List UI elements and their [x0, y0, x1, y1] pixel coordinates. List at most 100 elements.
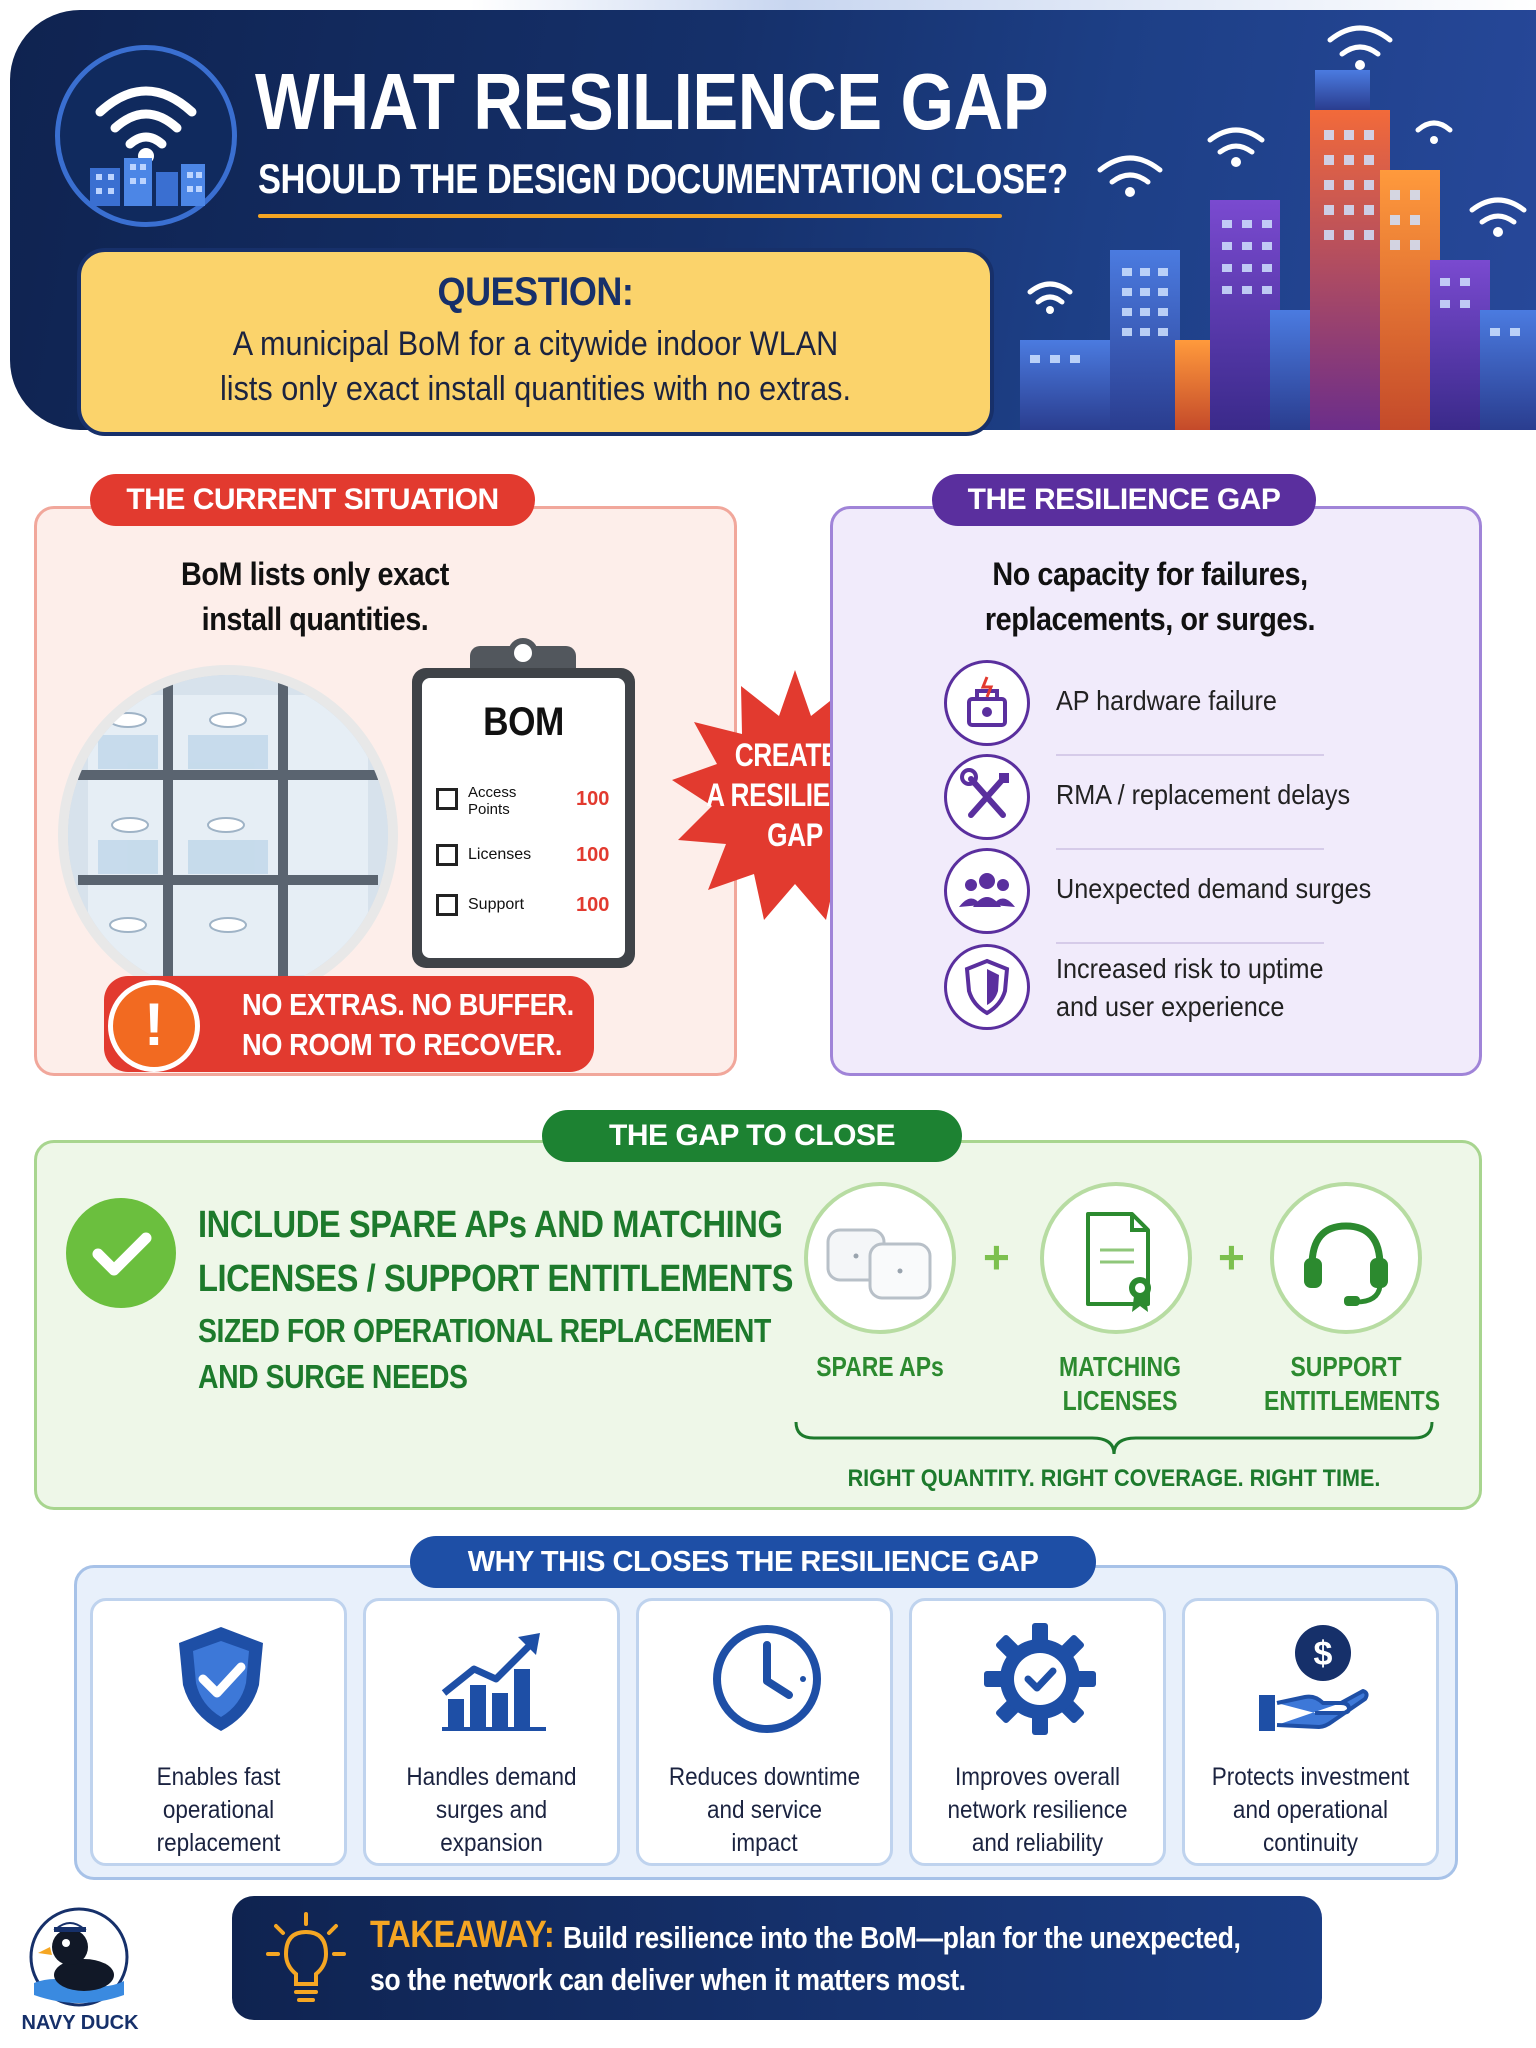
users-icon — [944, 848, 1030, 934]
question-line-1: A municipal BoM for a citywide indoor WL… — [232, 325, 839, 363]
divider — [1056, 848, 1324, 850]
question-box: QUESTION: A municipal BoM for a citywide… — [77, 248, 994, 436]
question-label: QUESTION: — [437, 270, 634, 314]
clock-icon — [707, 1619, 827, 1739]
bom-row-value: 100 — [576, 788, 610, 810]
takeaway-line-2: so the network can deliver when it matte… — [370, 1962, 966, 1997]
current-heading-line-2: install quantities. — [201, 601, 429, 637]
navy-duck-logo — [24, 1895, 134, 2015]
why-card-text: Improves overall network resilience and … — [925, 1761, 1151, 1860]
gap-heading-line-2: replacements, or surges. — [984, 601, 1316, 637]
gap-item-text: AP hardware failure — [1056, 685, 1277, 716]
why-card-line-2: and service — [706, 1796, 823, 1824]
takeaway-banner — [232, 1896, 1322, 2020]
gap-to-close-tab: THE GAP TO CLOSE — [542, 1110, 962, 1162]
why-card-demand-surges: Handles demand surges and expansion — [363, 1598, 620, 1866]
why-card-line-3: replacement — [156, 1829, 281, 1857]
bom-row-licenses: Licenses 100 — [436, 838, 616, 878]
gap-to-close-recommendation: INCLUDE SPARE APs AND MATCHING LICENSES … — [198, 1198, 793, 1306]
warning-line-1: NO EXTRAS. NO BUFFER. — [242, 987, 574, 1022]
why-card-line-3: and reliability — [971, 1829, 1104, 1857]
why-card-line-3: expansion — [440, 1829, 543, 1857]
matching-licenses-label: MATCHING LICENSES — [1038, 1350, 1202, 1418]
headset-icon — [1304, 1222, 1388, 1306]
warning-line-2: NO ROOM TO RECOVER. — [242, 1027, 563, 1062]
header-top-strip — [470, 0, 1536, 12]
question-text: A municipal BoM for a citywide indoor WL… — [126, 322, 944, 412]
why-card-protects-investment: $ Protects investment and operational co… — [1182, 1598, 1439, 1866]
gap-to-close-sizing: SIZED FOR OPERATIONAL REPLACEMENT AND SU… — [198, 1308, 771, 1400]
hardware-failure-icon — [944, 660, 1030, 746]
gap-heading-line-1: No capacity for failures, — [992, 556, 1308, 592]
why-card-line-2: operational — [162, 1796, 275, 1824]
why-card-text: Handles demand surges and expansion — [379, 1761, 605, 1860]
why-tab: WHY THIS CLOSES THE RESILIENCE GAP — [410, 1536, 1096, 1588]
checkmark-icon — [66, 1198, 176, 1308]
gap-item-rma-delays: RMA / replacement delays — [944, 754, 1384, 850]
gap-item-text: RMA / replacement delays — [1056, 779, 1351, 810]
warning-text: NO EXTRAS. NO BUFFER. NO ROOM TO RECOVER… — [242, 985, 574, 1065]
matching-licenses-circle — [1040, 1182, 1192, 1334]
current-heading-line-1: BoM lists only exact — [181, 556, 449, 592]
checkbox-icon — [436, 844, 458, 866]
license-document-icon — [1086, 1212, 1151, 1312]
gap-item-hardware-failure: AP hardware failure — [944, 660, 1384, 756]
shield-icon — [944, 944, 1030, 1030]
bom-row-label: Access Points — [468, 784, 517, 818]
brand-name: NAVY DUCK — [21, 2012, 139, 2034]
sizing-line-1: SIZED FOR OPERATIONAL REPLACEMENT — [198, 1312, 771, 1349]
why-card-line-2: and operational — [1232, 1796, 1389, 1824]
hand-dollar-icon: $ — [1253, 1619, 1373, 1739]
wifi-city-logo-icon — [55, 45, 237, 227]
access-point-icon — [826, 1228, 932, 1300]
exclamation-icon: ! — [108, 980, 200, 1072]
why-card-text: Reduces downtime and service impact — [652, 1761, 878, 1860]
why-card-line-1: Handles demand — [406, 1763, 577, 1791]
spare-aps-label-line-1: SPARE APs — [816, 1351, 944, 1382]
tools-icon — [944, 754, 1030, 840]
svg-text:$: $ — [1314, 1635, 1333, 1673]
building-interior-image — [58, 665, 398, 1005]
why-card-text: Protects investment and operational cont… — [1198, 1761, 1424, 1860]
clipboard-ring — [508, 638, 538, 668]
why-card-line-1: Improves overall — [954, 1763, 1121, 1791]
bom-row-value: 100 — [576, 844, 610, 866]
resilience-gap-heading: No capacity for failures, replacements, … — [961, 552, 1339, 642]
sizing-line-2: AND SURGE NEEDS — [198, 1358, 468, 1395]
why-card-line-3: continuity — [1262, 1829, 1359, 1857]
divider — [1056, 754, 1324, 756]
page-subtitle: SHOULD THE DESIGN DOCUMENTATION CLOSE? — [258, 155, 1068, 202]
current-situation-tab: THE CURRENT SITUATION — [90, 474, 535, 526]
bom-row-value: 100 — [576, 894, 610, 916]
gap-to-close-tagline: RIGHT QUANTITY. RIGHT COVERAGE. RIGHT TI… — [847, 1465, 1381, 1492]
bom-row-access-points: Access Points 100 — [436, 782, 616, 822]
why-card-reduces-downtime: Reduces downtime and service impact — [636, 1598, 893, 1866]
title-underline — [258, 214, 1002, 218]
why-card-fast-replacement: Enables fast operational replacement — [90, 1598, 347, 1866]
question-line-2: lists only exact install quantities with… — [219, 370, 851, 408]
resilience-gap-panel — [830, 506, 1482, 1076]
starburst-line-3: GAP — [767, 817, 823, 853]
bom-row-support: Support 100 — [436, 888, 616, 928]
divider — [1056, 942, 1324, 944]
gap-item-text: Increased risk to uptime and user experi… — [1056, 950, 1353, 1026]
why-card-line-1: Enables fast — [156, 1763, 281, 1791]
gap-item-text-line-1: Increased risk to uptime — [1056, 953, 1324, 984]
plus-sign: + — [1218, 1231, 1245, 1283]
matching-licenses-label-line-1: MATCHING — [1058, 1351, 1182, 1382]
support-entitlements-label-line-2: ENTITLEMENTS — [1264, 1385, 1441, 1416]
gap-item-demand-surges: Unexpected demand surges — [944, 848, 1384, 944]
recommendation-line-2: LICENSES / SUPPORT ENTITLEMENTS — [198, 1258, 793, 1300]
spare-aps-circle — [804, 1182, 956, 1334]
matching-licenses-label-line-2: LICENSES — [1062, 1385, 1178, 1416]
takeaway-line-1: Build resilience into the BoM—plan for t… — [563, 1920, 1241, 1955]
plus-sign: + — [983, 1231, 1010, 1283]
bom-row-label: Licenses — [468, 846, 532, 863]
why-card-line-2: network resilience — [947, 1796, 1128, 1824]
why-card-line-1: Protects investment — [1211, 1763, 1410, 1791]
bom-row-label: Support — [468, 896, 525, 913]
gap-item-text-line-2: and user experience — [1056, 991, 1285, 1022]
support-entitlements-label-line-1: SUPPORT — [1290, 1351, 1402, 1382]
why-card-line-1: Reduces downtime — [668, 1763, 861, 1791]
support-entitlements-circle — [1270, 1182, 1422, 1334]
